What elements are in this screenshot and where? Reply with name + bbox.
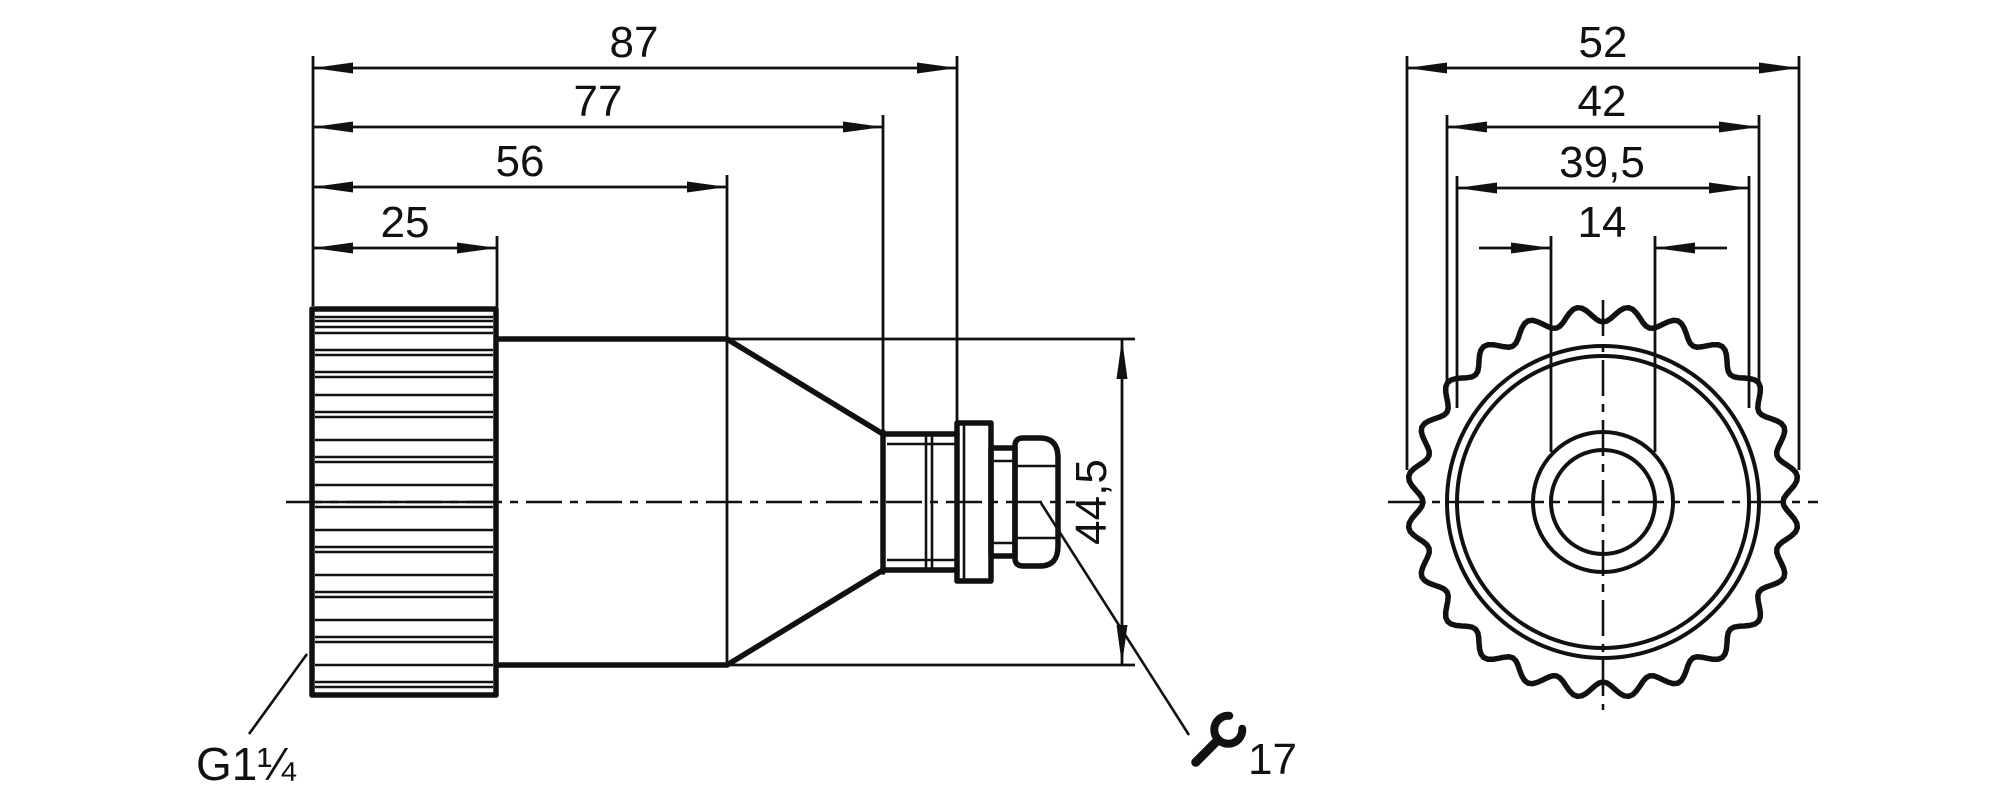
side-view-extension-lines xyxy=(311,56,1135,667)
housing-body xyxy=(494,336,886,668)
dim-label-14: 14 xyxy=(1578,198,1627,247)
knurl-lines xyxy=(315,315,493,689)
leader-line-thread xyxy=(247,653,309,735)
side-view-dimension-lines xyxy=(313,62,1128,665)
dim-label-77: 77 xyxy=(574,77,623,126)
gland-outline xyxy=(880,429,960,575)
cable-gland xyxy=(880,429,960,575)
thread-label: G1¼ xyxy=(196,738,296,790)
dim-label-42: 42 xyxy=(1578,77,1627,126)
hex-outline xyxy=(1012,435,1061,569)
front-view: 52 42 39,5 14 xyxy=(1388,18,1818,710)
knurled-cap-side xyxy=(309,306,499,698)
dim-label-39-5: 39,5 xyxy=(1559,138,1645,187)
dim-label-87: 87 xyxy=(610,18,659,67)
cone-taper-top xyxy=(724,336,886,437)
wrench-size-label: 17 xyxy=(1248,735,1297,784)
leader-line-wrench xyxy=(1039,502,1191,736)
m12-connector-hex xyxy=(1012,435,1061,569)
dim-label-52: 52 xyxy=(1579,18,1628,67)
wrench-icon xyxy=(1191,711,1247,767)
dim-label-56: 56 xyxy=(496,137,545,186)
cap-outline xyxy=(309,306,499,698)
cone-taper-bottom xyxy=(724,567,886,668)
dim-label-25: 25 xyxy=(381,198,430,247)
side-view: 87 77 56 25 44,5 xyxy=(196,18,1297,790)
front-view-dimension-lines xyxy=(1407,62,1799,254)
front-view-extension-lines xyxy=(1405,56,1801,470)
dim-label-44-5: 44,5 xyxy=(1067,459,1116,545)
